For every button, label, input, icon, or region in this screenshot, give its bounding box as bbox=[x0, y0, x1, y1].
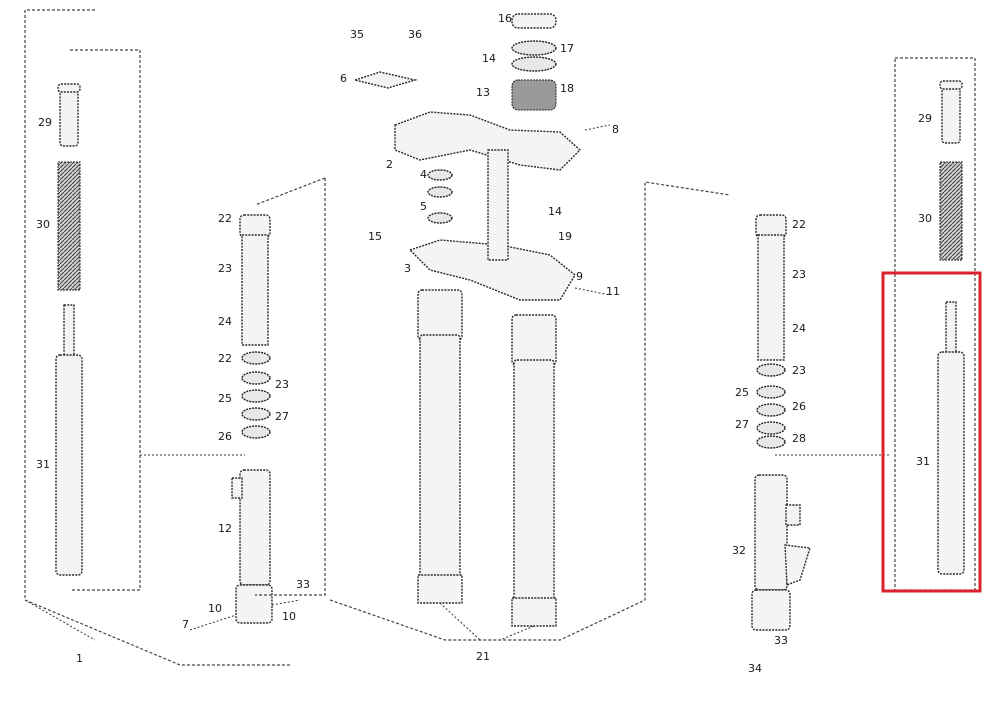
fork-tube-right bbox=[511, 314, 557, 627]
label-18: 18 bbox=[560, 82, 574, 95]
label-4: 4 bbox=[420, 168, 427, 181]
label-right-28: 28 bbox=[792, 432, 806, 445]
label-15: 15 bbox=[368, 230, 382, 243]
center-frame bbox=[329, 181, 731, 641]
label-16: 16 bbox=[498, 12, 512, 25]
label-right-23a: 23 bbox=[792, 268, 806, 281]
label-left-22b: 22 bbox=[218, 352, 232, 365]
label-left-29: 29 bbox=[38, 116, 52, 129]
label-left-22a: 22 bbox=[218, 212, 232, 225]
part-labels: 35 36 16 17 14 13 18 6 8 2 4 5 14 15 19 … bbox=[36, 12, 932, 675]
label-right-27: 27 bbox=[735, 418, 749, 431]
label-5: 5 bbox=[420, 200, 427, 213]
label-21: 21 bbox=[476, 650, 490, 663]
label-right-32: 32 bbox=[732, 544, 746, 557]
label-left-30: 30 bbox=[36, 218, 50, 231]
label-13: 13 bbox=[476, 86, 490, 99]
right-damper-cap bbox=[939, 80, 963, 144]
label-14: 14 bbox=[482, 52, 496, 65]
label-left-10a: 10 bbox=[208, 602, 222, 615]
left-fork-spring bbox=[57, 161, 81, 291]
label-right-25: 25 bbox=[735, 386, 749, 399]
label-left-27: 27 bbox=[275, 410, 289, 423]
left-damper-cap bbox=[57, 83, 81, 147]
label-right-29: 29 bbox=[918, 112, 932, 125]
label-left-1: 1 bbox=[76, 652, 83, 665]
right-leg-parts bbox=[751, 214, 890, 631]
label-right-34: 34 bbox=[748, 662, 762, 675]
label-left-24: 24 bbox=[218, 315, 232, 328]
right-damper-tube bbox=[937, 301, 965, 575]
label-left-7: 7 bbox=[182, 618, 189, 631]
steering-head-assembly bbox=[352, 13, 611, 301]
label-right-22: 22 bbox=[792, 218, 806, 231]
label-8: 8 bbox=[612, 123, 619, 136]
label-left-12: 12 bbox=[218, 522, 232, 535]
label-2: 2 bbox=[386, 158, 393, 171]
left-damper-tube bbox=[55, 304, 83, 576]
label-14b: 14 bbox=[548, 205, 562, 218]
label-right-26: 26 bbox=[792, 400, 806, 413]
label-36: 36 bbox=[408, 28, 422, 41]
label-right-33: 33 bbox=[774, 634, 788, 647]
label-9: 9 bbox=[576, 270, 583, 283]
label-left-10b: 10 bbox=[282, 610, 296, 623]
label-left-26: 26 bbox=[218, 430, 232, 443]
label-right-30: 30 bbox=[918, 212, 932, 225]
label-left-23b: 23 bbox=[275, 378, 289, 391]
label-3: 3 bbox=[404, 262, 411, 275]
highlight-box bbox=[881, 271, 982, 593]
right-fork-spring bbox=[939, 161, 963, 261]
label-left-25: 25 bbox=[218, 392, 232, 405]
label-19: 19 bbox=[558, 230, 572, 243]
label-right-31: 31 bbox=[916, 455, 930, 468]
label-17: 17 bbox=[560, 42, 574, 55]
label-11: 11 bbox=[606, 285, 620, 298]
label-left-23a: 23 bbox=[218, 262, 232, 275]
fork-tube-left bbox=[417, 289, 463, 604]
label-35: 35 bbox=[350, 28, 364, 41]
label-left-33: 33 bbox=[296, 578, 310, 591]
label-6: 6 bbox=[340, 72, 347, 85]
label-right-23b: 23 bbox=[792, 364, 806, 377]
label-left-31: 31 bbox=[36, 458, 50, 471]
label-right-24: 24 bbox=[792, 322, 806, 335]
left-group-frame bbox=[24, 9, 290, 666]
tube-leader bbox=[439, 602, 535, 641]
left-leg-parts bbox=[189, 177, 326, 631]
